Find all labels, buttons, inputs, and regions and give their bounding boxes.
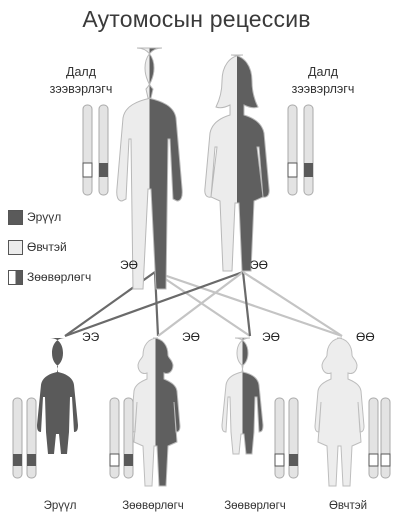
legend-affected-swatch bbox=[8, 240, 23, 255]
child-4-chromosomes bbox=[369, 398, 390, 478]
child-4-figure bbox=[315, 338, 364, 486]
child-1-chromosomes bbox=[13, 398, 36, 478]
legend-carrier-swatch bbox=[8, 270, 23, 285]
legend-healthy-swatch bbox=[8, 210, 23, 225]
line-mother-child4 bbox=[243, 272, 342, 336]
child-3-figure bbox=[222, 338, 263, 454]
child-2-status: Зөөвөрлөгч bbox=[108, 500, 198, 512]
child-3-status: Зөөвөрлөгч bbox=[210, 500, 300, 512]
mother-genotype: ЭӨ bbox=[250, 258, 268, 272]
child-2-chromosomes bbox=[110, 398, 133, 478]
right-parent-chromosomes bbox=[288, 105, 313, 195]
child-1-figure bbox=[37, 338, 78, 454]
child-2-genotype: ЭӨ bbox=[182, 330, 200, 344]
left-parent-chromosomes bbox=[83, 105, 108, 195]
child-4-status: Өвчтэй bbox=[303, 500, 393, 512]
child-1-status: Эрүүл bbox=[15, 500, 105, 512]
father-figure bbox=[117, 48, 183, 289]
mother-figure bbox=[205, 55, 269, 271]
child-1-genotype: ЭЭ bbox=[82, 330, 99, 344]
child-4-genotype: ӨӨ bbox=[356, 330, 375, 344]
line-mother-child1 bbox=[65, 272, 243, 336]
inheritance-lines bbox=[65, 272, 342, 336]
father-genotype: ЭӨ bbox=[120, 258, 138, 272]
child-3-genotype: ЭӨ bbox=[262, 330, 280, 344]
child-3-chromosomes bbox=[275, 398, 298, 478]
legend-carrier-label: Зөөвөрлөгч bbox=[27, 270, 91, 285]
child-2-figure bbox=[131, 338, 180, 486]
legend-affected-label: Өвчтэй bbox=[27, 240, 67, 255]
legend-healthy-label: Эрүүл bbox=[27, 210, 61, 225]
